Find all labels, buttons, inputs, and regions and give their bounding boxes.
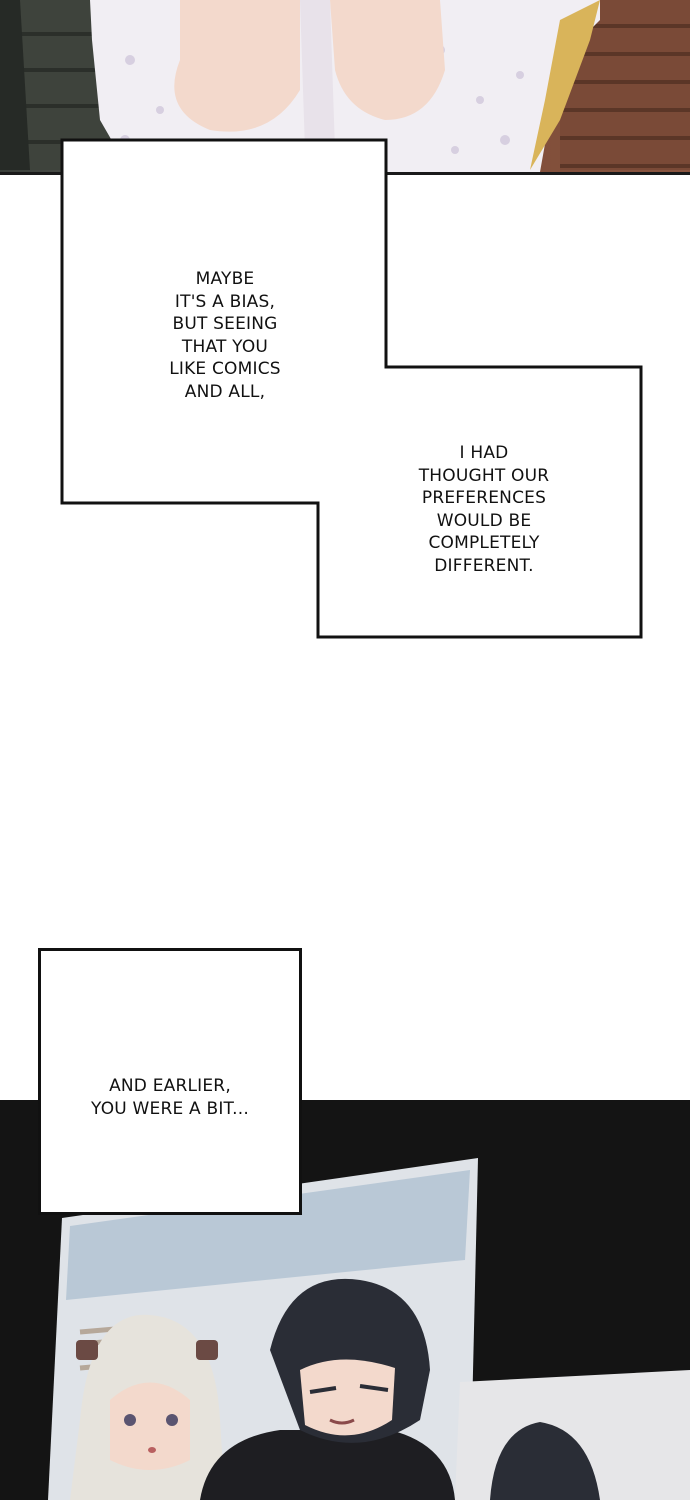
caption-earlier: AND EARLIER, YOU WERE A BIT... [91,1076,249,1119]
caption-maybe-bias: MAYBE IT'S A BIAS, BUT SEEING THAT YOU L… [169,269,281,402]
caption-box-earlier [38,948,302,1215]
characters-illustration [48,1158,690,1500]
stepped-caption-outline [60,138,643,639]
top-panel-illustration [0,0,690,175]
caption-preferences: I HAD THOUGHT OUR PREFERENCES WOULD BE C… [418,443,550,576]
girl-pajamas-art [0,0,600,172]
